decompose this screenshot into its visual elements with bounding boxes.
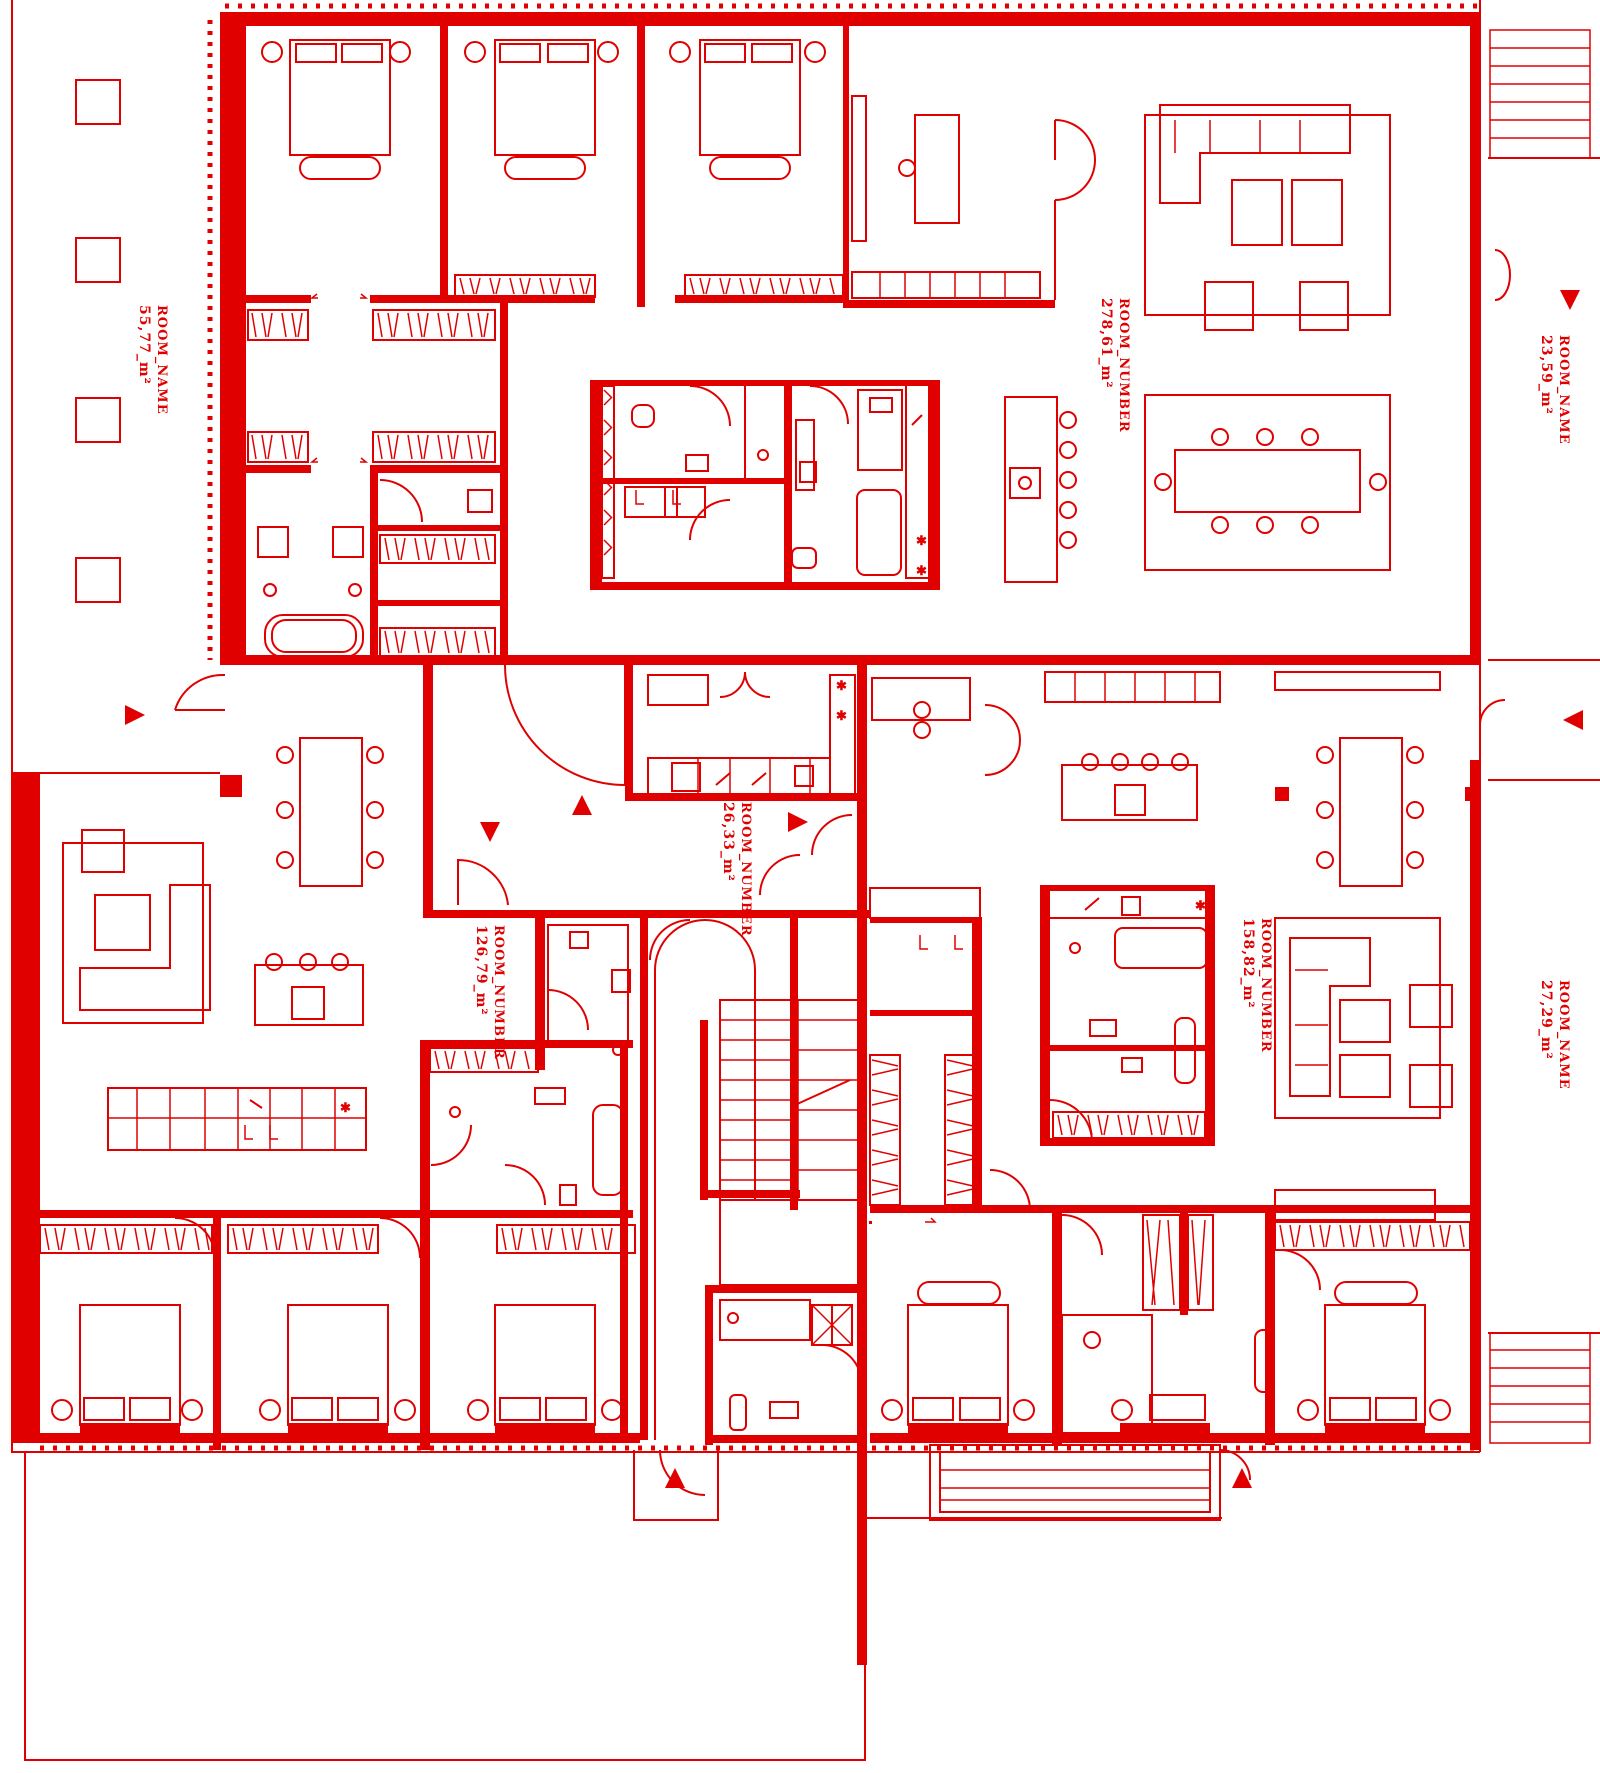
- label-terrace-east-south: ROOM_NAME 27,29_m²: [1538, 980, 1571, 1090]
- svg-text:✱: ✱: [916, 534, 928, 549]
- label-terrace-west-area: 55,77_m²: [136, 305, 152, 385]
- north-bedrooms-furniture: [261, 39, 1096, 300]
- window-hatching: [17, 3, 1480, 1451]
- west-apartment-furniture: ✱: [39, 673, 636, 1435]
- label-terrace-west-name: ROOM_NAME: [154, 305, 169, 415]
- east-apartment-furniture: ✱: [869, 249, 1511, 1521]
- room-labels: ROOM_NAME 55,77_m² ROOM_NUMBER 278,61_m²…: [136, 298, 1571, 1090]
- east-terrace-deck: [1489, 29, 1591, 1444]
- label-apartment-east-area: 158,82_m²: [1240, 918, 1256, 1009]
- label-apartment-east: ROOM_NUMBER 158,82_m²: [1240, 918, 1273, 1053]
- label-apartment-west: ROOM_NUMBER 126,79_m²: [473, 925, 506, 1060]
- label-terrace-east-north-area: 23,59_m²: [1538, 335, 1554, 415]
- label-living-north-area: 278,61_m²: [1098, 298, 1114, 389]
- entry-markers: [125, 290, 1583, 1488]
- central-bathrooms: ✱ ✱: [601, 382, 931, 579]
- label-hall-center: ROOM_NUMBER 26,33_m²: [720, 802, 753, 937]
- svg-text:✱: ✱: [836, 679, 848, 694]
- svg-text:✱: ✱: [836, 709, 848, 724]
- label-apartment-east-name: ROOM_NUMBER: [1258, 918, 1273, 1053]
- label-hall-center-name: ROOM_NUMBER: [738, 802, 753, 937]
- svg-text:✱: ✱: [340, 1101, 352, 1116]
- label-terrace-west: ROOM_NAME 55,77_m²: [136, 305, 169, 415]
- label-living-north: ROOM_NUMBER 278,61_m²: [1098, 298, 1131, 433]
- label-terrace-east-north-name: ROOM_NAME: [1556, 335, 1571, 445]
- svg-text:✱: ✱: [916, 564, 928, 579]
- walls: [12, 12, 1480, 1665]
- label-living-north-name: ROOM_NUMBER: [1116, 298, 1131, 433]
- terrace-west-skylights: [75, 79, 121, 603]
- central-hall: ✱ ✱: [429, 664, 856, 1206]
- site-outlines: [11, 0, 1600, 1761]
- north-living-furniture: [1004, 30, 1479, 655]
- label-apartment-west-area: 126,79_m²: [473, 925, 489, 1016]
- label-terrace-east-south-area: 27,29_m²: [1538, 980, 1554, 1060]
- nw-hall-bath: [247, 309, 496, 658]
- label-apartment-west-name: ROOM_NUMBER: [491, 925, 506, 1060]
- label-terrace-east-south-name: ROOM_NAME: [1556, 980, 1571, 1090]
- label-terrace-east-north: ROOM_NAME 23,59_m²: [1538, 335, 1571, 445]
- label-hall-center-area: 26,33_m²: [720, 802, 736, 882]
- stair-core: [654, 919, 863, 1496]
- svg-text:✱: ✱: [1195, 899, 1207, 914]
